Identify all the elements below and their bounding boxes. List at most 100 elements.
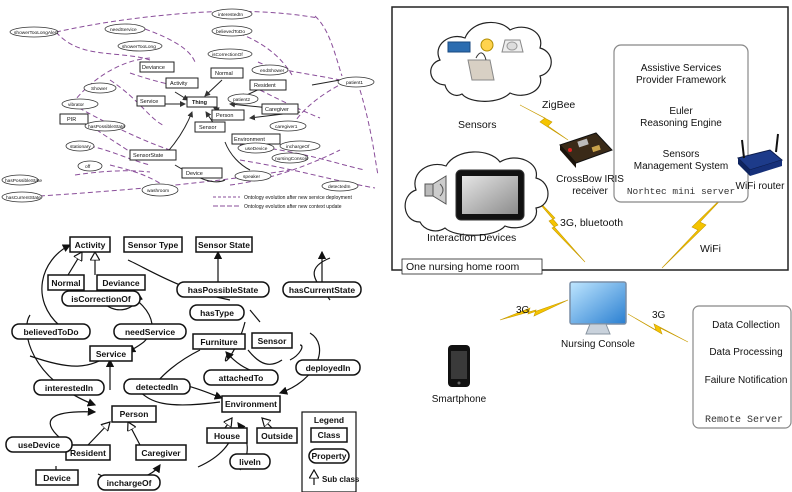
prop-need-service: needService [125, 327, 175, 337]
class-environment: Environment [225, 399, 277, 409]
euler-line2: Reasoning Engine [640, 118, 722, 129]
label-believedtodo-top: believedToDo [216, 29, 245, 35]
label-patient2: patient2 [233, 97, 250, 103]
room-label-box [401, 258, 543, 275]
class-sensorstate-top: SensorState [133, 153, 163, 159]
class-resident-top: Resident [254, 83, 276, 89]
label-needservice: needService [110, 27, 137, 33]
class-activity-top: Activity [170, 81, 188, 87]
class-house: House [214, 431, 240, 441]
legend-sub-class: Sub class [322, 475, 360, 484]
top-legend-service: Ontology evolution after new service dep… [244, 195, 352, 201]
tablet-icon [455, 169, 525, 221]
prop-deployed-in: deployedIn [306, 363, 351, 373]
class-sensor-state: Sensor State [198, 240, 250, 250]
zigbee-bolt-icon [519, 104, 569, 141]
class-resident: Resident [70, 448, 106, 458]
prop-is-correction-of: isCorrectionOf [71, 294, 131, 304]
nursing-console-label: Nursing Console [561, 339, 635, 350]
bolt-3g-right-icon [627, 313, 689, 343]
legend-title: Legend [314, 415, 344, 425]
label-endshower: endShower [260, 68, 285, 74]
top-classes [59, 61, 299, 179]
label-hascurrentstate-top: hasCurrentState [6, 195, 41, 201]
interaction-devices-label: Interaction Devices [427, 232, 516, 244]
legend-property: Property [312, 451, 347, 461]
label-vibrator: vibrator [68, 102, 84, 108]
euler-line1: Euler [669, 106, 693, 117]
label-shower: Shower [91, 86, 108, 92]
wifi-link-label: WiFi [700, 243, 721, 255]
architecture-diagram: Sensors ZigBee Assistive Services Provid… [391, 6, 792, 429]
label-haspossiblestate-top: hasPossibleState [88, 124, 125, 130]
prop-attached-to: attachedTo [219, 373, 264, 383]
label-nursingconsole-top: nursingConsole [275, 156, 309, 162]
wifi-bolt-icon [661, 189, 731, 269]
speaker-icon [424, 175, 447, 205]
prop-believed-to-do: believedToDo [23, 327, 78, 337]
class-normal-top: Normal [215, 71, 233, 77]
prop-has-possible-state: hasPossibleState [188, 285, 259, 295]
label-showertoolong: showerTooLong [122, 44, 156, 50]
class-deviance: Deviance [102, 278, 140, 288]
label-washroom: washroom [147, 188, 169, 194]
ontology-legend: Legend Class Property Sub class [301, 411, 360, 492]
prop-has-type: hasType [200, 308, 234, 318]
label-showertoolongalert: showerTooLongAlert [14, 30, 58, 36]
remote-server-box [692, 305, 792, 429]
label-detectedin-top: detectedIn [328, 184, 351, 190]
class-service: Service [96, 349, 127, 359]
label-interestedin-top: interestedIn [218, 12, 243, 18]
class-device: Device [43, 473, 71, 483]
class-activity: Activity [75, 240, 106, 250]
prop-interested-in: interestedIn [45, 383, 93, 393]
label-speaker: speaker [243, 174, 260, 180]
remote-item-data-collection: Data Collection [712, 320, 780, 331]
sensors-label: Sensors [458, 119, 497, 131]
class-deviance-top: Deviance [142, 65, 165, 71]
crossbow-line1: CrossBow IRIS [556, 174, 624, 185]
label-patient1: patient1 [346, 80, 363, 86]
room-label: One nursing home room [406, 261, 519, 273]
class-caregiver-top: Caregiver [265, 107, 289, 113]
bolt-3g-left-icon [499, 299, 569, 321]
top-legend: Ontology evolution after new service dep… [213, 195, 352, 210]
link-3g-right: 3G [652, 310, 666, 321]
ontology-class-diagram: Activity Sensor Type Sensor State Normal… [5, 236, 362, 492]
class-service-top: Service [140, 99, 158, 105]
class-person: Person [120, 409, 149, 419]
label-haspossiblestate-top2: hasPossibleState [5, 178, 42, 184]
remote-item-failure-notification: Failure Notification [705, 375, 788, 386]
sensors-mgmt-line1: Sensors [663, 149, 700, 160]
class-sensor: Sensor [258, 336, 288, 346]
class-caregiver: Caregiver [141, 448, 181, 458]
prop-incharge-of: inchargeOf [107, 478, 152, 488]
class-normal: Normal [51, 278, 80, 288]
label-iscorrectionof: isCorrectionOf [212, 52, 243, 58]
class-sensor-top: Sensor [199, 125, 217, 131]
label-off: off [85, 164, 91, 170]
ontology-property-boxes [5, 281, 362, 491]
nursing-console-icon [569, 281, 627, 335]
framework-line1: Assistive Services [641, 63, 722, 74]
prop-detected-in: detectedIn [136, 382, 179, 392]
class-person-top: Person [216, 113, 233, 119]
sensor-devices-icon [447, 38, 524, 81]
top-instances [1, 8, 375, 203]
class-outside: Outside [261, 431, 293, 441]
class-pir-top: PIR [67, 117, 76, 123]
ontology-class-boxes [35, 236, 298, 486]
wifi-router-icon [737, 133, 784, 176]
prop-has-current-state: hasCurrentState [289, 285, 355, 295]
class-environment-top: Environment [234, 137, 265, 143]
top-legend-context: Ontology evolution after new context upd… [244, 204, 342, 210]
server-box [613, 44, 749, 203]
crossbow-receiver-icon [559, 132, 613, 168]
smartphone-icon [448, 345, 470, 387]
remote-item-data-processing: Data Processing [709, 347, 782, 358]
wifi-router-label: WiFi router [736, 181, 786, 192]
class-device-top: Device [186, 171, 203, 177]
class-furniture: Furniture [200, 337, 238, 347]
link-3g-bluetooth: 3G, bluetooth [560, 217, 623, 229]
bluetooth-bolt-icon [527, 189, 586, 263]
